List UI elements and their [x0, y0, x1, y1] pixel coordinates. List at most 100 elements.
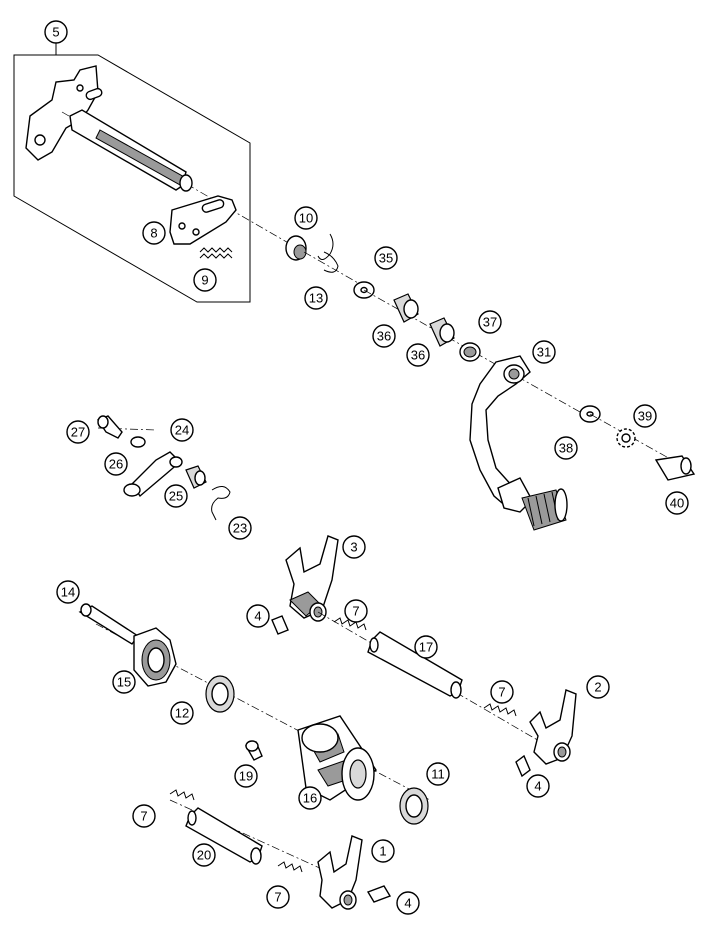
callout-4-b: 4 [526, 774, 550, 798]
shift-shaft [25, 65, 305, 253]
callout-number: 17 [419, 640, 433, 655]
callout-circle [170, 701, 194, 725]
callout-number: 37 [483, 315, 497, 330]
callout-number: 26 [109, 457, 123, 472]
gear-lever-peg [521, 488, 568, 531]
shift-rail-lower [169, 789, 347, 881]
callout-circle [426, 762, 450, 786]
callout-25: 25 [164, 484, 188, 508]
lever-fasteners [579, 405, 696, 481]
callout-circle [526, 774, 550, 798]
callout-circle [371, 839, 395, 863]
callout-19: 20 [192, 843, 216, 867]
callout-circle [342, 535, 366, 559]
callout-40: 40 [665, 491, 689, 515]
callout-7-b: 7 [490, 680, 514, 704]
callout-2: 2 [586, 675, 610, 699]
callout-number: 25 [169, 489, 183, 504]
callout-circle [532, 340, 556, 364]
callout-number: 20 [197, 848, 211, 863]
callout-number: 36 [377, 329, 391, 344]
callout-circle [478, 310, 502, 334]
callout-number: 4 [404, 896, 411, 911]
callout-circle [344, 599, 368, 623]
callout-number: 14 [61, 585, 75, 600]
callout-circle [298, 786, 322, 810]
shift-lever-group [96, 415, 231, 521]
callout-circle [372, 324, 396, 348]
callout-16: 14 [56, 580, 80, 604]
callout-number: 1 [379, 844, 386, 859]
callout-39: 39 [633, 404, 657, 428]
callout-8: 8 [142, 221, 166, 245]
callout-number: 11 [431, 767, 445, 782]
callout-circle [304, 286, 328, 310]
callout-number: 9 [201, 273, 208, 288]
callout-circle [406, 343, 430, 367]
callout-circle [396, 891, 420, 915]
callout-35: 35 [374, 246, 398, 270]
callout-number: 5 [52, 25, 59, 40]
callout-5: 5 [44, 20, 68, 44]
callout-number: 7 [274, 890, 281, 905]
callout-circle [228, 516, 252, 540]
callout-circle [266, 885, 290, 909]
callout-number: 4 [534, 779, 541, 794]
callout-26: 26 [104, 452, 128, 476]
callout-circle [170, 418, 194, 442]
callout-number: 15 [117, 675, 131, 690]
callout-number: 7 [140, 809, 147, 824]
shift-fork-2 [515, 689, 577, 778]
callout-circle [633, 404, 657, 428]
callout-7-d: 7 [266, 885, 290, 909]
callout-number: 35 [379, 251, 393, 266]
callout-38: 38 [554, 436, 578, 460]
callout-23: 23 [228, 516, 252, 540]
callout-31: 31 [532, 340, 556, 364]
callout-13: 12 [170, 701, 194, 725]
callout-3: 3 [342, 535, 366, 559]
callout-number: 23 [233, 521, 247, 536]
callout-number: 7 [352, 604, 359, 619]
small-spring [199, 247, 233, 259]
shaft-seal-and-clip [285, 233, 361, 285]
shift-rail-upper [317, 611, 559, 753]
callout-11: 11 [426, 762, 450, 786]
callout-7-a: 7 [344, 599, 368, 623]
callout-number: 3 [350, 540, 357, 555]
callout-12: 16 [298, 786, 322, 810]
shift-drum-group [78, 603, 431, 825]
callout-circle [665, 491, 689, 515]
callout-circle [374, 246, 398, 270]
callout-24: 24 [170, 418, 194, 442]
callout-circle [132, 804, 156, 828]
callout-circle [66, 420, 90, 444]
callout-circle [142, 221, 166, 245]
shift-shaft-assembly-box [13, 42, 251, 303]
callout-number: 2 [594, 680, 601, 695]
shift-fork-1 [317, 835, 392, 910]
shift-plate [169, 195, 237, 245]
callout-number: 39 [638, 409, 652, 424]
callout-9: 9 [193, 268, 217, 292]
callout-number: 40 [670, 496, 684, 511]
callout-circle [56, 580, 80, 604]
callout-circle [554, 436, 578, 460]
callout-14: 13 [304, 286, 328, 310]
callout-circle [490, 680, 514, 704]
callout-number: 19 [239, 769, 253, 784]
callout-36-b: 36 [406, 343, 430, 367]
callout-number: 10 [299, 211, 313, 226]
callout-number: 16 [303, 791, 317, 806]
callout-circle [192, 843, 216, 867]
callout-4-a: 4 [246, 604, 270, 628]
callout-number: 27 [71, 425, 85, 440]
gear-lever-bearings [353, 281, 581, 413]
callout-number: 31 [537, 345, 551, 360]
callout-circle [104, 452, 128, 476]
callout-circle [193, 268, 217, 292]
callout-circle [586, 675, 610, 699]
callout-labels: 5 8 9 10 13 35 36 36 37 31 38 39 40 27 2… [44, 20, 689, 915]
gear-lever [469, 355, 568, 531]
callout-circle [294, 206, 318, 230]
